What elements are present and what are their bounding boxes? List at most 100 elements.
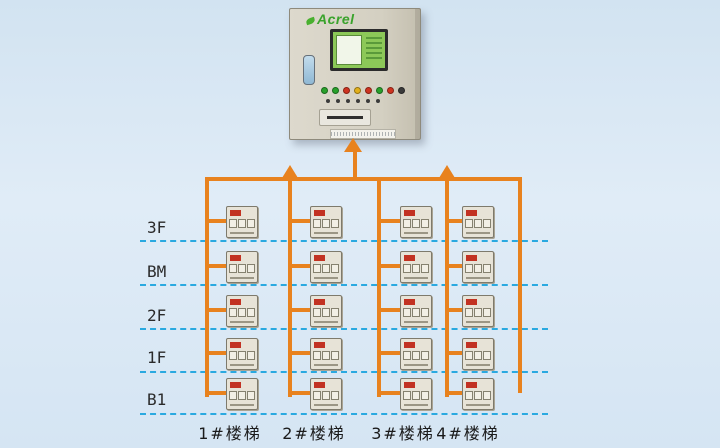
monitor-device (226, 378, 258, 410)
device-terminals (230, 352, 236, 359)
device-terminals (466, 265, 472, 272)
button-dot (366, 99, 370, 103)
monitor-device (310, 206, 342, 238)
staircase-label: 4#楼梯 (436, 424, 500, 443)
device-branch-line (377, 351, 402, 355)
indicator-light (321, 87, 328, 94)
riser-line (288, 177, 292, 397)
monitor-device (462, 295, 494, 327)
device-branch-line (445, 219, 464, 223)
up-arrow-icon (439, 165, 455, 178)
device-branch-line (445, 264, 464, 268)
monitor-device (310, 251, 342, 283)
device-branch-line (377, 264, 402, 268)
monitor-device (400, 378, 432, 410)
button-dot (356, 99, 360, 103)
staircase-label: 2#楼梯 (282, 424, 346, 443)
device-terminals (404, 392, 410, 399)
device-branch-line (205, 308, 228, 312)
device-branch-line (288, 219, 312, 223)
button-dot (376, 99, 380, 103)
monitor-device (462, 251, 494, 283)
floor-label: 1F (147, 348, 167, 367)
monitor-device (226, 295, 258, 327)
leaf-icon (305, 16, 316, 26)
device-branch-line (205, 264, 228, 268)
device-terminals (230, 265, 236, 272)
riser-line (377, 177, 381, 397)
monitor-device (310, 295, 342, 327)
device-terminals (314, 352, 320, 359)
indicator-light (376, 87, 383, 94)
monitor-device (400, 206, 432, 238)
monitor-device (226, 338, 258, 370)
device-terminals (404, 309, 410, 316)
device-terminals (230, 220, 236, 227)
device-branch-line (445, 391, 464, 395)
device-terminals (466, 220, 472, 227)
riser-line (445, 177, 449, 397)
monitor-device (226, 251, 258, 283)
device-terminals (314, 265, 320, 272)
indicator-light (398, 87, 405, 94)
lcd-screen (330, 29, 388, 71)
floor-divider (140, 371, 548, 373)
device-branch-line (205, 391, 228, 395)
floor-label: 2F (147, 306, 167, 325)
bus-right-drop (518, 177, 522, 393)
indicator-light (365, 87, 372, 94)
up-arrow-icon (282, 165, 298, 178)
acrel-logo: Acrel (305, 11, 355, 27)
device-branch-line (445, 351, 464, 355)
floor-label: BM (147, 262, 167, 281)
riser-line (205, 177, 209, 397)
communication-bus (205, 177, 522, 181)
monitor-device (462, 338, 494, 370)
button-dot (326, 99, 330, 103)
device-branch-line (288, 391, 312, 395)
device-branch-line (288, 351, 312, 355)
device-terminals (230, 309, 236, 316)
device-terminals (404, 352, 410, 359)
lcd-screen-content (333, 32, 385, 68)
indicator-light (332, 87, 339, 94)
floor-divider (140, 328, 548, 330)
monitor-device (400, 338, 432, 370)
floor-label: B1 (147, 390, 167, 409)
monitoring-cabinet: Acrel (289, 8, 421, 140)
staircase-label: 1#楼梯 (198, 424, 262, 443)
printer-slot (319, 109, 371, 126)
button-row (326, 99, 380, 103)
indicator-lights-row (321, 87, 405, 94)
staircase-label: 3#楼梯 (371, 424, 435, 443)
device-branch-line (377, 391, 402, 395)
brand-text: Acrel (317, 11, 355, 27)
device-branch-line (205, 219, 228, 223)
indicator-light (354, 87, 361, 94)
device-branch-line (377, 308, 402, 312)
indicator-tube (303, 55, 315, 85)
device-terminals (404, 265, 410, 272)
device-terminals (314, 309, 320, 316)
floor-divider (140, 284, 548, 286)
floor-divider (140, 240, 548, 242)
monitor-device (400, 295, 432, 327)
monitor-device (462, 206, 494, 238)
up-arrow-icon (344, 138, 362, 152)
device-branch-line (288, 264, 312, 268)
device-terminals (314, 392, 320, 399)
floor-divider (140, 413, 548, 415)
floor-label: 3F (147, 218, 167, 237)
device-terminals (404, 220, 410, 227)
device-terminals (466, 309, 472, 316)
indicator-light (387, 87, 394, 94)
button-dot (346, 99, 350, 103)
cabinet-feed-line (353, 150, 357, 179)
device-terminals (466, 352, 472, 359)
device-terminals (230, 392, 236, 399)
device-branch-line (205, 351, 228, 355)
device-terminals (466, 392, 472, 399)
monitor-device (310, 338, 342, 370)
monitor-device (226, 206, 258, 238)
